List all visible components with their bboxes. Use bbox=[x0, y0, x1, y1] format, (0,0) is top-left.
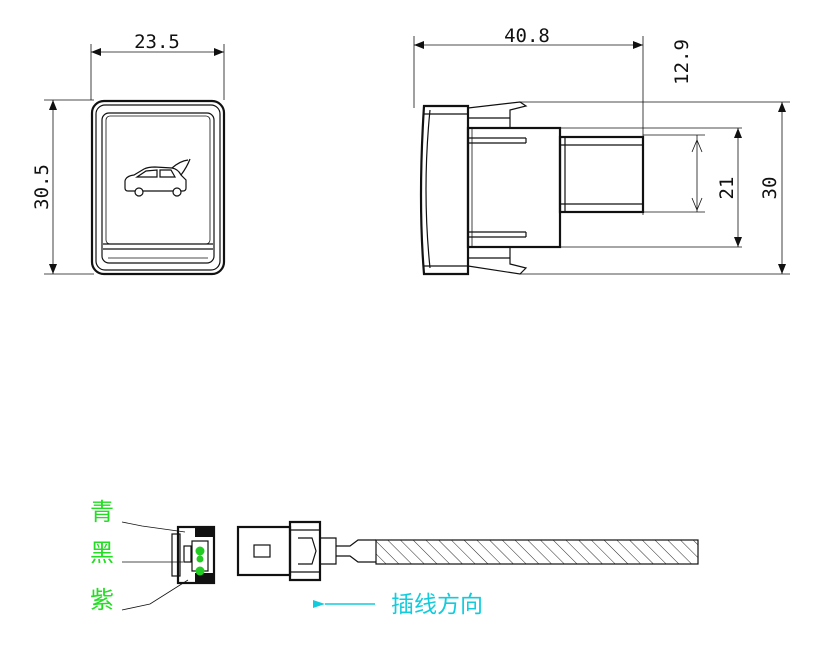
insertion-direction-label: 插线方向 bbox=[391, 592, 483, 618]
leader-wire-1 bbox=[121, 521, 186, 533]
side-top-clip bbox=[467, 101, 528, 128]
side-depth-label: 40.8 bbox=[504, 25, 550, 47]
socket-body bbox=[176, 525, 216, 585]
pin-1 bbox=[195, 546, 205, 556]
car-tailgate-icon bbox=[124, 158, 191, 197]
front-width-label: 23.5 bbox=[134, 31, 180, 53]
side-inner-label: 21 bbox=[716, 177, 738, 200]
leader-wire-3 bbox=[121, 579, 189, 611]
side-flange bbox=[419, 104, 470, 276]
side-bottom-clip bbox=[467, 247, 528, 275]
side-outer-label: 30 bbox=[759, 177, 781, 200]
front-height-label: 30.5 bbox=[31, 164, 53, 210]
side-view: 40.8 12.9 21 30 bbox=[413, 25, 790, 276]
side-offset-label: 12.9 bbox=[671, 39, 693, 85]
side-rear-connector bbox=[558, 135, 645, 214]
switch-bezel-outer bbox=[90, 99, 226, 276]
harness-plug bbox=[236, 525, 292, 577]
wire-label-cyan: 青 bbox=[90, 498, 114, 526]
switch-bezel-inner bbox=[95, 104, 221, 271]
side-housing bbox=[466, 126, 562, 249]
pin-2 bbox=[196, 555, 204, 563]
switch-button bbox=[101, 112, 215, 264]
wire-harness-cable bbox=[375, 539, 699, 565]
connector-view: 青 黑 紫 插线方向 bbox=[90, 498, 699, 618]
pin-3 bbox=[195, 566, 205, 576]
front-view: 23.5 30.5 bbox=[31, 31, 226, 276]
wire-label-purple: 紫 bbox=[90, 586, 114, 614]
wire-label-black: 黑 bbox=[90, 539, 114, 567]
